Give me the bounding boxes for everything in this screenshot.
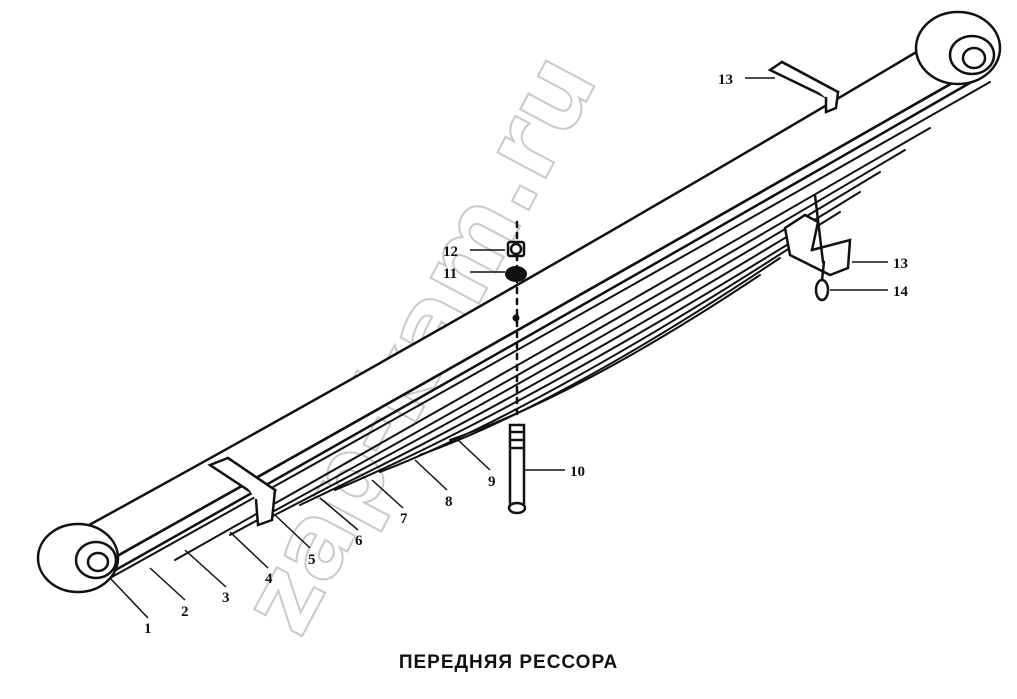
callout-11: 11: [443, 266, 457, 282]
nut: [506, 240, 526, 258]
rebound-clip-right: [767, 60, 840, 114]
callout-4: 4: [265, 571, 273, 587]
callout-7: 7: [400, 511, 408, 527]
callout-3: 3: [222, 590, 230, 606]
lower-clamp: [783, 193, 852, 277]
callout-8: 8: [445, 494, 453, 510]
cotter-pin: [814, 260, 830, 302]
washer: [505, 266, 527, 282]
leaf-9: [419, 257, 781, 456]
callouts: [109, 77, 888, 619]
leaf-10-bottom: [449, 274, 761, 441]
callout-labels: 1 2 3 4 5 6 7 8 9 10 11 12 13 13 14: [144, 72, 909, 637]
callout-9: 9: [488, 474, 496, 490]
right-spring-eye: [914, 10, 1002, 86]
leaf-3: [174, 127, 931, 561]
leaf-6: [299, 191, 861, 506]
callout-2: 2: [181, 604, 189, 620]
leaf-pack: [36, 10, 1002, 594]
diagram-caption: ПЕРЕДНЯЯ РЕССОРА: [398, 652, 619, 673]
callout-12: 12: [443, 244, 458, 260]
callout-13-upper: 13: [718, 72, 733, 88]
callout-6: 6: [355, 533, 363, 549]
bolt-hole: [512, 314, 520, 322]
callout-13-lower: 13: [893, 256, 908, 272]
leaf-7: [334, 211, 841, 491]
callout-5: 5: [308, 552, 316, 568]
rebound-clip-left: [207, 456, 278, 527]
callout-1: 1: [144, 621, 152, 637]
callout-10: 10: [570, 464, 585, 480]
left-spring-eye: [36, 522, 120, 594]
leaf-5: [264, 171, 881, 521]
leaf-2: [109, 81, 991, 579]
callout-14: 14: [893, 284, 909, 300]
leaf-4: [229, 149, 906, 536]
